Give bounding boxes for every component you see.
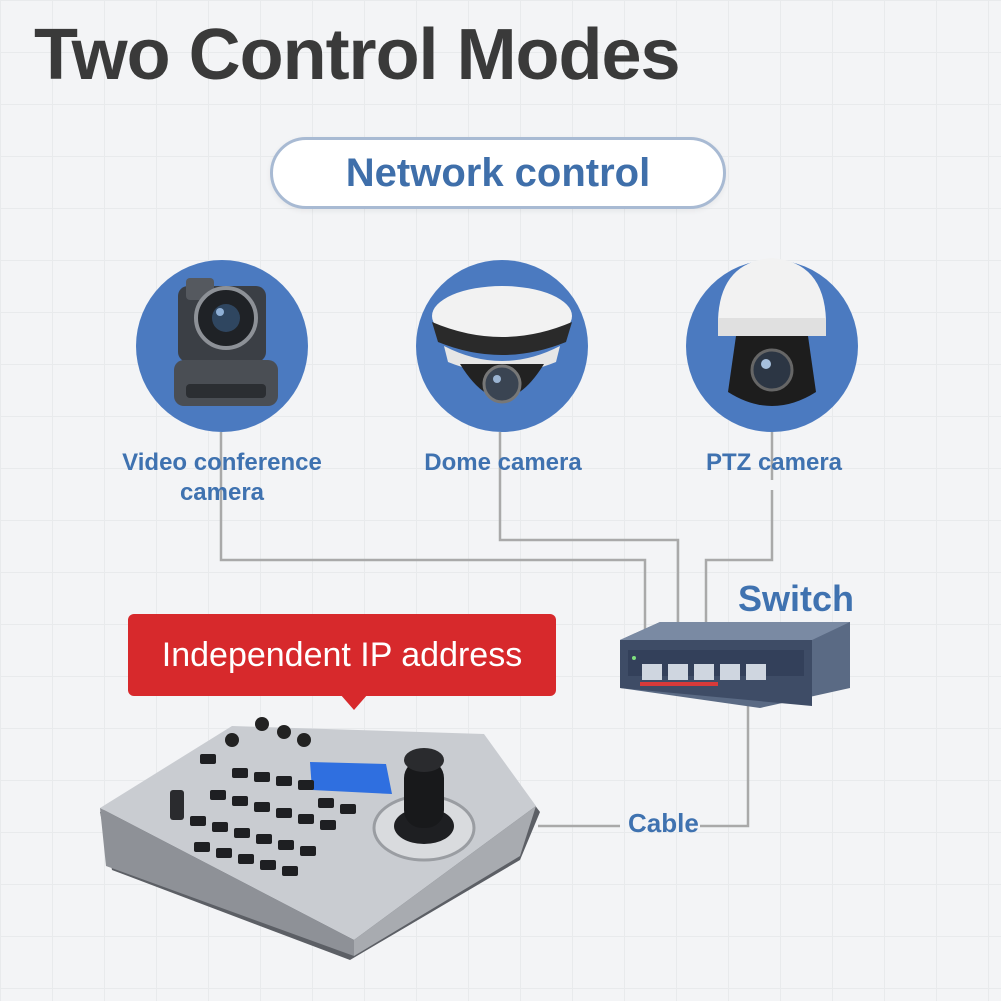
switch-label: Switch (738, 578, 855, 619)
dome-camera-icon (416, 260, 588, 432)
cable-label: Cable (628, 808, 699, 838)
network-control-pill: Network control (270, 137, 726, 209)
page-title: Two Control Modes (34, 15, 681, 95)
wires (219, 432, 774, 828)
wire-dome (498, 432, 680, 660)
video-conference-camera-icon (136, 260, 308, 432)
ip-address-callout-text: Independent IP address (161, 635, 523, 674)
video-conference-camera-label: Video conference camera (100, 448, 344, 508)
wire-ptz (704, 432, 774, 660)
network-control-label: Network control (345, 150, 651, 195)
wire-cable (538, 690, 750, 828)
ptz-camera-icon (686, 258, 858, 432)
network-switch-icon (620, 622, 850, 708)
dome-camera-label: Dome camera (424, 449, 582, 476)
ptz-camera-label: PTZ camera (705, 449, 843, 476)
ip-address-callout: Independent IP address (128, 614, 556, 696)
video-conference-label-line2: camera (179, 479, 265, 506)
video-conference-label-line1: Video conference (122, 449, 322, 476)
wire-video-conference (219, 432, 647, 660)
ptz-keyboard-controller-icon (100, 717, 540, 960)
callout-tail (340, 694, 368, 710)
